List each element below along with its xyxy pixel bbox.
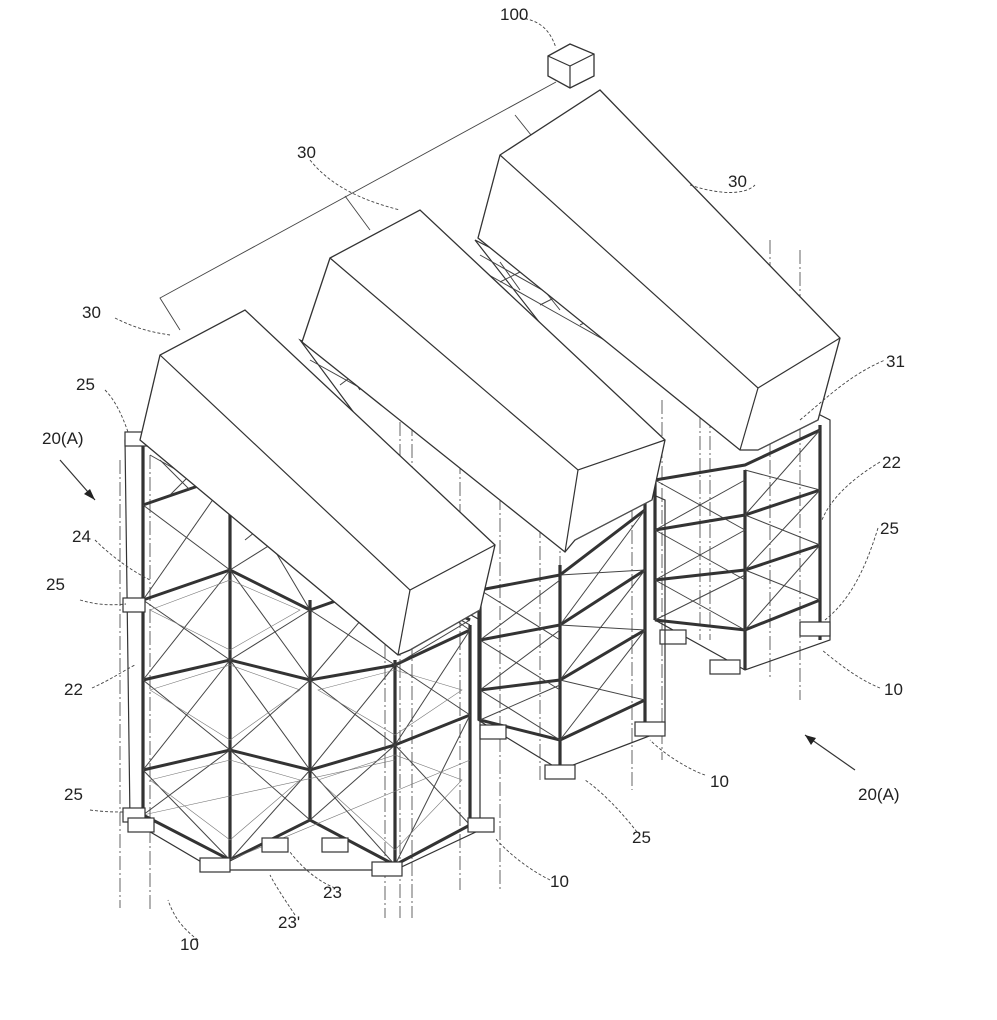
label-top-left-frame: 25 — [76, 375, 95, 394]
label-middle-frame: 25 — [632, 828, 651, 847]
label-beam: 23 — [323, 883, 342, 902]
label-beam-alt: 23' — [278, 913, 300, 932]
label-bottom-left-frame: 25 — [64, 785, 83, 804]
label-cover-right: 30 — [728, 172, 747, 191]
label-right-frame-upper: 25 — [880, 519, 899, 538]
label-left-base: 10 — [180, 935, 199, 954]
label-brace: 24 — [72, 527, 91, 546]
label-column-left: 22 — [64, 680, 83, 699]
label-middle-base: 10 — [710, 772, 729, 791]
label-mid-left-frame: 25 — [46, 575, 65, 594]
label-column-right: 22 — [882, 453, 901, 472]
label-cover-left: 30 — [82, 303, 101, 322]
label-assembly-right: 20(A) — [858, 785, 900, 804]
label-right-base: 10 — [884, 680, 903, 699]
label-front-base: 10 — [550, 872, 569, 891]
controller-box — [548, 44, 594, 88]
label-controller: 100 — [500, 5, 528, 24]
label-cover-side: 31 — [886, 352, 905, 371]
label-cover-middle: 30 — [297, 143, 316, 162]
label-assembly-left: 20(A) — [42, 429, 84, 448]
